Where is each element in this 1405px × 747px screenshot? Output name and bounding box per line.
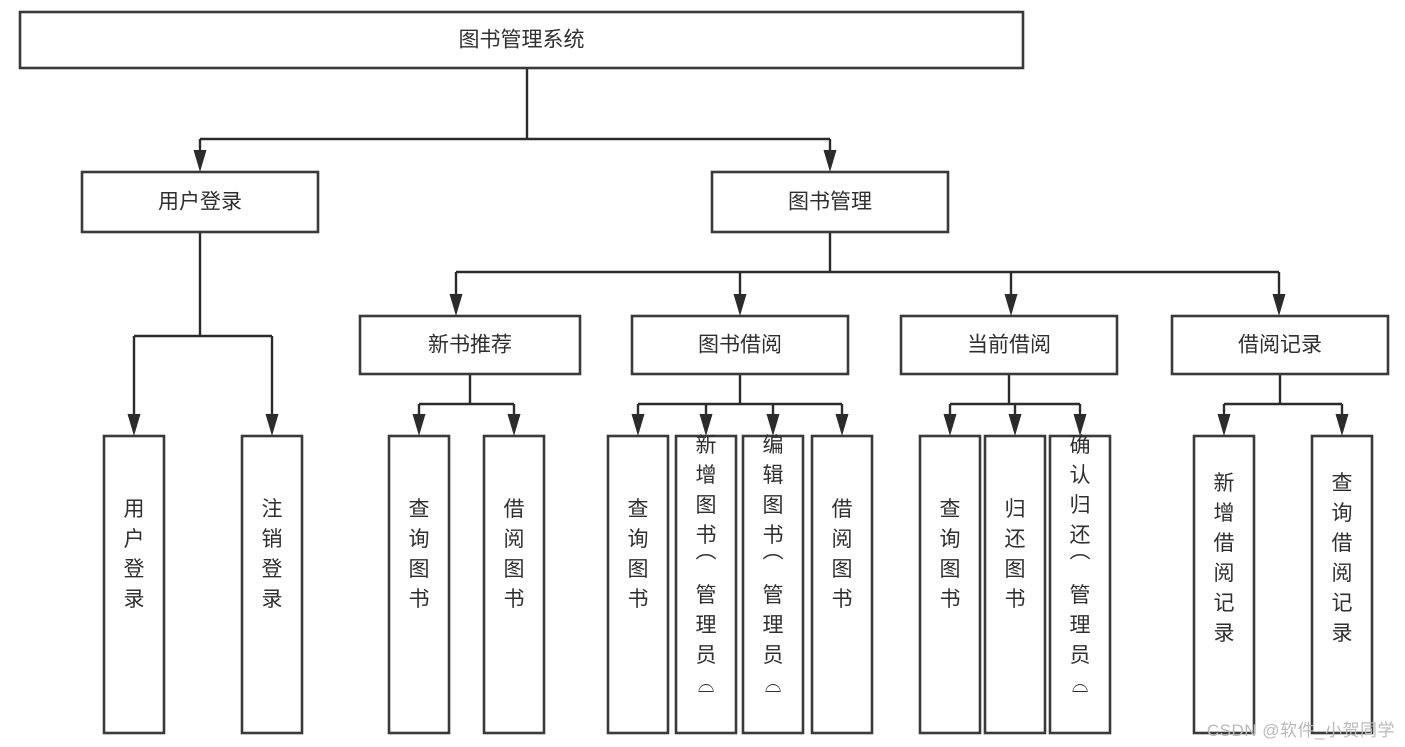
node-box — [482, 434, 546, 735]
node-label: 查询借阅记录 — [1332, 472, 1353, 645]
arrow-head — [412, 414, 426, 436]
node-label: 借阅图书 — [504, 498, 525, 611]
arrow-head — [835, 414, 849, 436]
node-book-management[interactable]: 图书管理 — [710, 170, 950, 234]
node-box — [810, 434, 874, 735]
node-label: 新增借阅记录 — [1214, 472, 1235, 645]
node-root[interactable]: 图书管理系统 — [18, 10, 1025, 70]
node-box — [1310, 434, 1374, 735]
node-box — [18, 10, 1025, 70]
arrow-head — [193, 150, 207, 172]
connector-new-book-recommend-to-leaves — [412, 374, 521, 436]
connector-user-login-to-leaves — [127, 232, 279, 436]
node-label: 借阅图书 — [832, 498, 853, 611]
node-leaf-borrow-book[interactable]: 借阅图书 — [810, 434, 874, 735]
node-box — [80, 170, 320, 234]
connector-layer — [127, 68, 1349, 436]
arrow-head — [631, 414, 645, 436]
node-leaf-confirm-return-admin[interactable]: 确认归还⌒管理员⌓ — [1048, 434, 1112, 735]
node-box — [918, 434, 982, 735]
node-label: 新增图书⌒管理员⌓ — [696, 434, 717, 697]
arrow-head — [766, 414, 780, 436]
arrow-head — [1217, 414, 1231, 436]
node-leaf-query-borrow-record[interactable]: 查询借阅记录 — [1310, 434, 1374, 735]
node-current-borrow[interactable]: 当前借阅 — [899, 314, 1119, 376]
node-label: 注销登录 — [262, 498, 283, 611]
node-box — [102, 434, 166, 735]
arrow-head — [823, 150, 837, 172]
connector-book-borrow-to-leaves — [631, 374, 849, 436]
arrow-head — [699, 414, 713, 436]
node-label: 查询图书 — [940, 498, 961, 611]
connector-book-management-to-level2 — [449, 232, 1286, 316]
arrow-head — [507, 414, 521, 436]
node-label: 编辑图书⌒管理员⌓ — [763, 434, 784, 697]
node-box — [710, 170, 950, 234]
node-leaf-edit-book-admin[interactable]: 编辑图书⌒管理员⌓ — [741, 434, 805, 735]
node-box — [387, 434, 451, 735]
node-label: 用户登录 — [124, 498, 145, 611]
connector-borrow-record-to-leaves — [1217, 374, 1349, 436]
node-borrow-record[interactable]: 借阅记录 — [1170, 314, 1390, 376]
csdn-watermark: CSDN @软件_小贺同学 — [1206, 721, 1395, 740]
node-label: 当前借阅 — [967, 334, 1051, 357]
node-box — [240, 434, 304, 735]
node-box — [1192, 434, 1256, 735]
arrow-head — [1073, 414, 1087, 436]
connector-current-borrow-to-leaves — [943, 374, 1087, 436]
node-label: 图书管理系统 — [459, 29, 585, 52]
arrow-head — [449, 294, 463, 316]
arrow-head — [127, 414, 141, 436]
node-new-book-recommend[interactable]: 新书推荐 — [358, 314, 582, 376]
node-label: 借阅记录 — [1238, 334, 1322, 357]
node-leaf-add-book-admin[interactable]: 新增图书⌒管理员⌓ — [674, 434, 738, 735]
arrow-head — [1008, 414, 1022, 436]
node-leaf-query-book-borrow[interactable]: 查询图书 — [606, 434, 670, 735]
arrow-head — [733, 294, 747, 316]
node-leaf-add-borrow-record[interactable]: 新增借阅记录 — [1192, 434, 1256, 735]
node-book-borrow[interactable]: 图书借阅 — [630, 314, 850, 376]
arrow-head — [1335, 414, 1349, 436]
node-user-login[interactable]: 用户登录 — [80, 170, 320, 234]
arrow-head — [1272, 294, 1286, 316]
connector-root-to-level1 — [193, 68, 837, 172]
node-label: 新书推荐 — [428, 334, 512, 357]
node-box — [899, 314, 1119, 376]
node-label: 查询图书 — [628, 498, 649, 611]
node-leaf-user-login[interactable]: 用户登录 — [102, 434, 166, 735]
node-leaf-query-book-current[interactable]: 查询图书 — [918, 434, 982, 735]
arrow-head — [943, 414, 957, 436]
arrow-head — [265, 414, 279, 436]
node-box — [606, 434, 670, 735]
node-label: 查询图书 — [409, 498, 430, 611]
node-box — [1048, 434, 1112, 735]
node-label: 用户登录 — [158, 191, 242, 214]
node-box — [1170, 314, 1390, 376]
node-box — [741, 434, 805, 735]
node-box — [630, 314, 850, 376]
node-leaf-logout-login[interactable]: 注销登录 — [240, 434, 304, 735]
node-leaf-query-book-recommend[interactable]: 查询图书 — [387, 434, 451, 735]
node-label: 归还图书 — [1005, 498, 1026, 611]
node-label: 确认归还⌒管理员⌓ — [1070, 434, 1091, 697]
node-leaf-return-book[interactable]: 归还图书 — [983, 434, 1047, 735]
node-leaf-borrow-book-recommend[interactable]: 借阅图书 — [482, 434, 546, 735]
node-box — [674, 434, 738, 735]
node-label: 图书管理 — [788, 191, 872, 214]
node-layer: 图书管理系统用户登录图书管理新书推荐图书借阅当前借阅借阅记录用户登录注销登录查询… — [18, 10, 1390, 735]
arrow-head — [1004, 294, 1018, 316]
node-box — [358, 314, 582, 376]
node-label: 图书借阅 — [698, 334, 782, 357]
node-box — [983, 434, 1047, 735]
